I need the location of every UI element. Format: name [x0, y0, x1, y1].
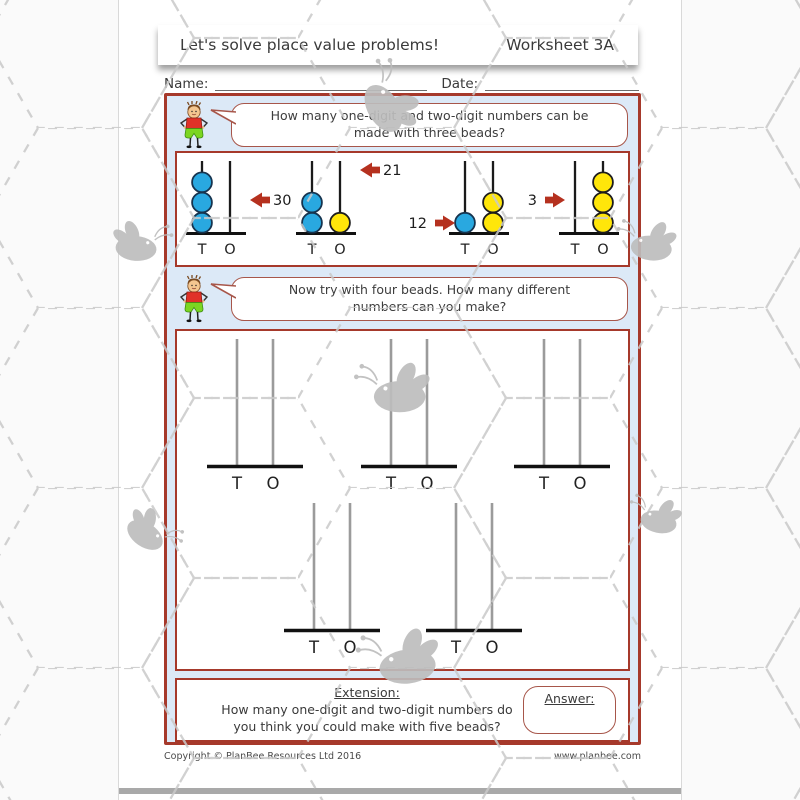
example-number: 3	[528, 193, 537, 209]
tens-bead	[453, 211, 476, 234]
example-number: 21	[383, 163, 401, 179]
tens-label: T	[459, 242, 469, 258]
ones-bead	[592, 191, 614, 214]
tens-label: T	[231, 474, 243, 493]
speech-bubble-tail	[210, 283, 236, 299]
extension-text: Extension: How many one-digit and two-di…	[177, 685, 523, 735]
tens-label: T	[307, 242, 317, 258]
tens-bead	[191, 211, 213, 234]
tens-bead	[191, 171, 213, 194]
child-character-icon	[179, 275, 209, 323]
ones-label: O	[487, 242, 498, 258]
prompt-1-text: How many one-digit and two-digit numbers…	[270, 108, 589, 140]
extension-box: Extension: How many one-digit and two-di…	[175, 678, 630, 742]
example-arrow-icon	[250, 192, 270, 208]
ones-label: O	[224, 242, 235, 258]
speech-bubble-2: Now try with four beads. How many differ…	[210, 277, 628, 321]
ones-bead	[329, 211, 352, 234]
ones-label: O	[267, 474, 280, 493]
worksheet-number: Worksheet 3A	[506, 36, 614, 54]
ones-label: O	[574, 474, 587, 493]
page-bottom-edge	[119, 788, 681, 794]
tens-bead	[191, 191, 213, 214]
tens-label: T	[307, 638, 319, 657]
prompt-2-text: Now try with four beads. How many differ…	[288, 282, 571, 314]
tens-label: T	[538, 474, 550, 493]
website-text: www.planbee.com	[554, 751, 641, 762]
tens-bead	[301, 191, 324, 214]
tens-label: T	[384, 474, 396, 493]
child-character-icon	[179, 101, 209, 149]
tens-label: T	[197, 242, 207, 258]
ones-bead	[481, 211, 504, 234]
name-date-row: Name: Date:	[164, 72, 641, 92]
ones-label: O	[335, 242, 346, 258]
ones-label: O	[343, 638, 356, 657]
example-number: 30	[273, 193, 291, 209]
answer-box: Answer:	[523, 686, 616, 734]
ones-bead	[481, 191, 504, 214]
ones-label: O	[420, 474, 433, 493]
extension-heading: Extension:	[334, 685, 400, 701]
ones-bead	[592, 211, 614, 234]
example-abacus: T O 3	[528, 161, 619, 258]
example-abacus: T O 30	[186, 161, 291, 258]
ones-bead	[592, 171, 614, 194]
speech-bubble-1: How many one-digit and two-digit numbers…	[210, 103, 628, 147]
speech-bubble-tail	[210, 109, 236, 125]
tens-label: T	[570, 242, 580, 258]
example-arrow-icon	[360, 162, 381, 178]
example-arrow-icon	[434, 215, 455, 231]
extension-question: How many one-digit and two-digit numbers…	[221, 702, 513, 734]
ones-label: O	[485, 638, 498, 657]
copyright-text: Copyright © PlanBee Resources Ltd 2016	[164, 751, 362, 762]
page-footer: Copyright © PlanBee Resources Ltd 2016 w…	[164, 751, 641, 762]
answer-label: Answer:	[544, 691, 595, 706]
worksheet-page: Let's solve place value problems! Worksh…	[118, 0, 682, 800]
date-input-line	[485, 76, 639, 91]
name-input-line	[215, 76, 428, 91]
example-arrow-icon	[544, 192, 565, 208]
worksheet-header: Let's solve place value problems! Worksh…	[158, 25, 638, 65]
prompt-row-1: How many one-digit and two-digit numbers…	[167, 101, 638, 149]
example-abacus: T O 21	[296, 161, 402, 258]
prompt-row-2: Now try with four beads. How many differ…	[167, 274, 638, 324]
name-label: Name:	[164, 76, 209, 92]
worksheet-title: Let's solve place value problems!	[180, 36, 440, 54]
example-number: 12	[408, 216, 426, 232]
date-label: Date:	[441, 76, 479, 92]
example-abacus: T O 12	[408, 161, 509, 258]
tens-bead	[301, 211, 324, 234]
ones-label: O	[597, 242, 608, 258]
activity-panel: How many one-digit and two-digit numbers…	[164, 93, 641, 745]
tens-label: T	[449, 638, 461, 657]
